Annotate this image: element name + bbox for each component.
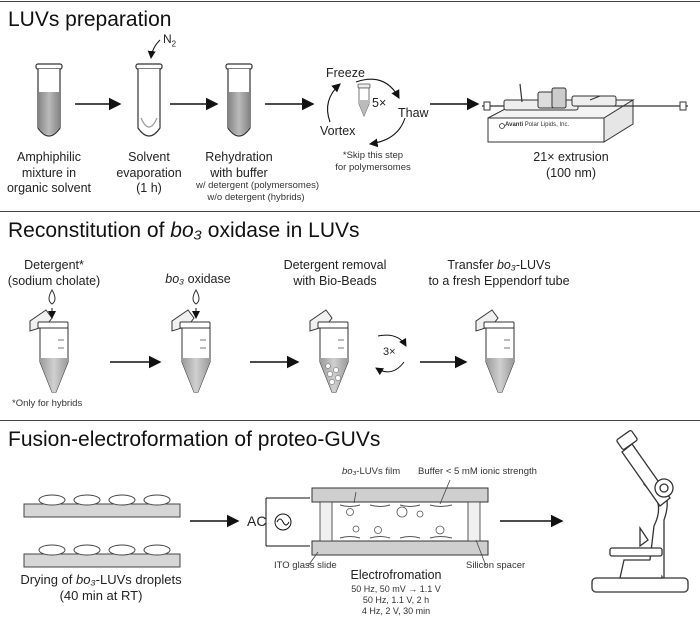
- recon-step2-label: bo₃ oxidase: [160, 272, 236, 288]
- eppendorf-tube-3-icon: [309, 309, 349, 393]
- recon-step1-note: *Only for hybrids: [12, 398, 83, 409]
- n2-subscript: 2: [171, 39, 177, 49]
- step-amphiphilic-label: Amphiphilic mixture in organic solvent: [0, 150, 98, 197]
- recon-step3-label: Detergent removal with Bio-Beads: [276, 258, 394, 289]
- cycle-3x-arrow-top-icon: [377, 334, 407, 347]
- test-tube-1-icon: [35, 63, 63, 137]
- drying-line-2: (40 min at RT): [59, 588, 143, 604]
- recon-title-part-2: oxidase in LUVs: [201, 219, 360, 242]
- extruder-brand-name: Avanti: [505, 122, 524, 128]
- n2-text: N: [163, 32, 172, 46]
- cycle-arrow-top-icon: [355, 78, 400, 99]
- step-evaporation-label: Solvent evaporation (1 h): [110, 150, 188, 197]
- n2-arrow-icon: [147, 39, 161, 59]
- cycle-vortex-label: Vortex: [320, 124, 356, 138]
- recon-step3-line-1: Detergent removal: [283, 258, 387, 272]
- step1-line-1: Amphiphilic: [17, 150, 81, 164]
- step5-line-1: 21× extrusion: [533, 150, 609, 164]
- step5-line-2: (100 nm): [545, 165, 597, 180]
- eppendorf-tube-2-icon: [171, 309, 211, 393]
- top-border: [0, 1, 700, 2]
- step-rehydration-label: Rehydration with buffer: [195, 150, 283, 181]
- recon-step4-text-a: Transfer: [447, 258, 497, 272]
- mini-eppendorf-icon: [357, 83, 371, 118]
- skip-note-line-2: for polymersomes: [335, 161, 411, 173]
- buffer-label: Buffer < 5 mM ionic strength: [418, 466, 537, 477]
- drying-text-a: Drying of: [20, 572, 77, 587]
- electro-line-1: 50 Hz, 50 mV → 1.1 V: [351, 584, 441, 594]
- eppendorf-tube-4-icon: [475, 309, 515, 393]
- section-title-fusion: Fusion-electroformation of proteo-GUVs: [8, 428, 381, 451]
- recon-3x-label: 3×: [383, 346, 396, 358]
- eppendorf-tube-1-icon: [29, 309, 69, 393]
- cycle-arrow-right-icon: [368, 117, 406, 148]
- ito-label: ITO glass slide: [274, 560, 337, 571]
- drying-slides-icon: [23, 494, 181, 568]
- drying-label: Drying of bo₃-LUVs droplets (40 min at R…: [2, 572, 200, 605]
- film-enzyme: bo₃: [342, 466, 357, 477]
- step2-line-3: (1 h): [136, 181, 162, 196]
- step-extrusion-label: 21× extrusion (100 nm): [526, 150, 616, 181]
- cycle-times-label: 5×: [372, 96, 387, 110]
- n2-label: N2: [163, 32, 176, 48]
- microscope-icon: [591, 430, 689, 593]
- electro-conditions: 50 Hz, 50 mV → 1.1 V 50 Hz, 1.1 V, 2 h 4…: [344, 584, 448, 616]
- drop-1-icon: [48, 289, 56, 319]
- skip-note-line-1: *Skip this step: [342, 150, 404, 161]
- drop-2-icon: [192, 289, 200, 319]
- recon-title-part-1: Reconstitution of: [8, 219, 171, 242]
- extruder-icon: [482, 83, 688, 143]
- recon-step2-text: oxidase: [184, 272, 231, 286]
- step2-line-2: evaporation: [116, 165, 182, 180]
- recon-step1-label: Detergent* (sodium cholate): [2, 258, 106, 289]
- electroformation-chamber-icon: [265, 479, 489, 567]
- test-tube-2-icon: [135, 63, 163, 137]
- test-tube-3-icon: [225, 63, 253, 137]
- step3-line-1: Rehydration: [205, 150, 273, 164]
- recon-step4-text-b: -LUVs: [515, 258, 551, 272]
- drying-line-1: Drying of bo₃-LUVs droplets: [2, 572, 200, 588]
- cycle-freeze-label: Freeze: [326, 66, 365, 80]
- electro-line-2: 50 Hz, 1.1 V, 2 h: [362, 594, 430, 605]
- step3-line-2: with buffer: [210, 165, 268, 180]
- film-label: bo₃-LUVs film: [342, 466, 400, 478]
- electro-title: Electrofromation: [350, 568, 442, 582]
- step1-line-3: organic solvent: [6, 181, 92, 196]
- drying-enzyme: bo₃: [76, 572, 96, 587]
- section-divider-2: [0, 420, 700, 421]
- step2-line-1: Solvent: [128, 150, 170, 164]
- electro-line-3: 4 Hz, 2 V, 30 min: [361, 605, 431, 616]
- step3-note-line-1: w/ detergent (polymersomes): [196, 180, 320, 191]
- recon-step4-label: Transfer bo₃-LUVs to a fresh Eppendorf t…: [424, 258, 574, 289]
- extruder-brand-sub: Polar Lipids, Inc.: [524, 122, 570, 128]
- spacer-label: Silicon spacer: [466, 560, 526, 571]
- recon-step4-enzyme: bo₃: [496, 258, 516, 272]
- recon-step3-line-2: with Bio-Beads: [293, 273, 377, 288]
- film-text: -LUVs film: [356, 466, 401, 477]
- step3-note-line-2: w/o detergent (hybrids): [207, 191, 305, 203]
- section-title-luvs-preparation: LUVs preparation: [8, 8, 172, 31]
- recon-step4-line-2: to a fresh Eppendorf tube: [428, 273, 570, 288]
- cycle-3x-arrow-bottom-icon: [375, 361, 405, 376]
- step1-line-2: mixture in: [21, 165, 77, 180]
- skip-note: *Skip this step for polymersomes: [323, 150, 423, 174]
- drying-text-b: -LUVs droplets: [95, 572, 182, 587]
- extruder-brand: Avanti Polar Lipids, Inc.: [505, 122, 569, 128]
- recon-step1-line-1: Detergent*: [24, 258, 84, 272]
- section-divider-1: [0, 211, 700, 212]
- cycle-arrow-left-icon: [327, 83, 341, 123]
- section-title-reconstitution: Reconstitution of bo₃ oxidase in LUVs: [8, 219, 360, 243]
- ac-label: AC: [247, 513, 267, 529]
- recon-step2-enzyme: bo₃: [165, 272, 185, 286]
- step-rehydration-note: w/ detergent (polymersomes) w/o detergen…: [196, 180, 320, 204]
- recon-step4-line-1: Transfer bo₃-LUVs: [424, 258, 574, 274]
- recon-step1-line-2: (sodium cholate): [7, 273, 101, 288]
- recon-title-enzyme: bo₃: [170, 219, 202, 242]
- cycle-thaw-label: Thaw: [398, 106, 429, 120]
